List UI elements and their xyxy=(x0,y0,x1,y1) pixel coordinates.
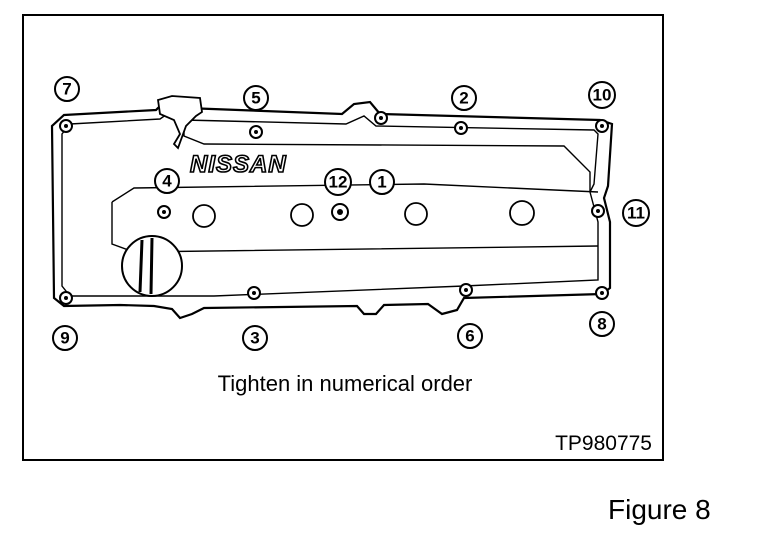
bolt-marker-3 xyxy=(247,286,261,300)
callout-6: 6 xyxy=(457,323,483,349)
spark-plug-hole xyxy=(404,202,428,226)
image-code: TP980775 xyxy=(555,432,652,455)
breather-fitting xyxy=(156,95,203,150)
bolt-marker-10 xyxy=(595,119,609,133)
svg-text:2: 2 xyxy=(459,89,468,108)
figure-label: Figure 8 xyxy=(608,494,711,525)
svg-text:10: 10 xyxy=(593,86,612,105)
callout-9: 9 xyxy=(52,325,78,351)
callout-2: 2 xyxy=(451,85,477,111)
svg-text:7: 7 xyxy=(62,80,71,99)
spark-plug-hole xyxy=(290,203,314,227)
svg-text:6: 6 xyxy=(465,327,474,346)
callout-10: 10 xyxy=(588,81,616,109)
bolt-marker-9 xyxy=(59,291,73,305)
callout-5: 5 xyxy=(243,85,269,111)
brand-logo-text: NISSAN xyxy=(190,151,287,178)
bolt-marker-5 xyxy=(249,125,263,139)
callout-1: 1 xyxy=(369,169,395,195)
callout-7: 7 xyxy=(54,76,80,102)
callout-8: 8 xyxy=(589,311,615,337)
svg-text:9: 9 xyxy=(60,329,69,348)
svg-text:8: 8 xyxy=(597,315,606,334)
svg-text:11: 11 xyxy=(627,204,645,223)
spark-plug-hole xyxy=(192,204,216,228)
svg-text:12: 12 xyxy=(329,173,348,192)
cover-lower-ridge xyxy=(111,202,599,253)
bolt-marker-6 xyxy=(459,283,473,297)
callout-3: 3 xyxy=(242,325,268,351)
bolt-marker-12 xyxy=(331,203,349,221)
spark-plug-hole xyxy=(509,200,535,226)
bolt-marker-2 xyxy=(454,121,468,135)
callout-11: 11 xyxy=(622,199,650,227)
bolt-marker-7 xyxy=(59,119,73,133)
bolt-marker-4 xyxy=(157,205,171,219)
cover-center-ridge xyxy=(111,183,599,203)
svg-text:5: 5 xyxy=(251,89,260,108)
diagram-caption: Tighten in numerical order xyxy=(217,371,473,396)
svg-text:4: 4 xyxy=(162,172,172,191)
callout-12: 12 xyxy=(324,168,352,196)
oil-filler-cap-grip xyxy=(138,237,154,295)
valve-cover-outline xyxy=(50,96,614,320)
diagram-frame: NISSAN 1 2 3 4 5 6 7 8 9 10 11 12 Tighte… xyxy=(22,14,664,461)
callout-4: 4 xyxy=(154,168,180,194)
svg-text:1: 1 xyxy=(377,173,386,192)
bolt-marker-11 xyxy=(591,204,605,218)
svg-text:3: 3 xyxy=(250,329,259,348)
valve-cover-diagram: NISSAN 1 2 3 4 5 6 7 8 9 10 11 12 xyxy=(50,76,650,351)
bolt-marker-8 xyxy=(595,286,609,300)
bolt-marker-1 xyxy=(374,111,388,125)
